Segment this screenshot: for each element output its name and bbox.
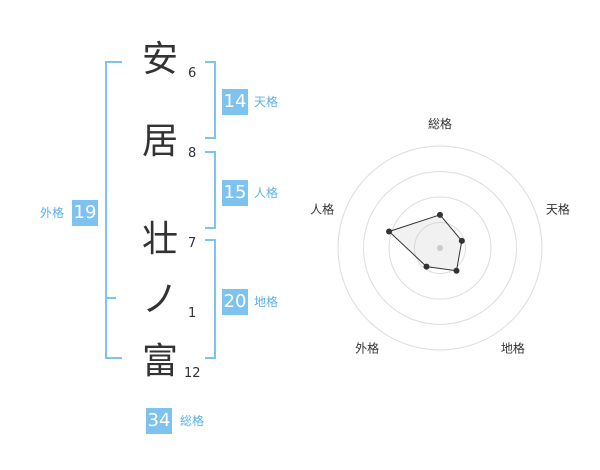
stroke-count-4: 1 <box>188 306 197 321</box>
radar-center <box>437 245 443 251</box>
stroke-count-5: 12 <box>184 366 201 381</box>
chikaku-label: 地格 <box>254 295 279 309</box>
tenkaku-badge: 14 <box>222 89 248 115</box>
jinkaku-label: 人格 <box>254 186 279 200</box>
radar-point-4 <box>386 228 393 235</box>
gaikaku-label: 外格 <box>40 206 65 220</box>
stroke-count-2: 8 <box>188 146 197 161</box>
tenkaku-bracket <box>205 61 216 139</box>
radar-axis-label-1: 天格 <box>546 202 570 217</box>
soukaku-badge: 34 <box>146 408 172 434</box>
name-char-4: ノ <box>142 279 179 320</box>
soukaku-label: 総格 <box>180 414 205 428</box>
radar-axis-label-3: 外格 <box>355 340 379 355</box>
radar-ring-4 <box>337 145 543 351</box>
chikaku-bracket <box>205 239 216 359</box>
chikaku-badge: 20 <box>222 289 248 315</box>
gaikaku-badge: 19 <box>72 200 98 226</box>
radar-point-2 <box>453 267 460 274</box>
radar-axis-label-2: 地格 <box>501 340 525 355</box>
radar-axis-label-0: 総格 <box>428 116 452 131</box>
jinkaku-bracket <box>205 151 216 229</box>
radar-point-1 <box>458 237 465 244</box>
name-char-1: 安 <box>142 39 179 80</box>
radar-polygon <box>388 214 463 272</box>
radar-ring-3 <box>363 171 517 325</box>
radar-ring-2 <box>388 196 492 300</box>
radar-axis-label-4: 人格 <box>310 202 334 217</box>
tenkaku-label: 天格 <box>254 95 279 109</box>
radar-point-0 <box>437 211 443 218</box>
name-char-5: 富 <box>142 341 179 382</box>
stroke-count-3: 7 <box>188 236 197 251</box>
radar-point-3 <box>423 263 430 270</box>
radar-ring-1 <box>414 222 466 274</box>
jinkaku-badge: 15 <box>222 180 248 206</box>
stroke-count-1: 6 <box>188 66 197 81</box>
name-char-3: 壮 <box>142 219 179 260</box>
brackets <box>105 61 216 359</box>
name-char-2: 居 <box>142 121 179 162</box>
gaikaku-bracket <box>105 61 122 359</box>
